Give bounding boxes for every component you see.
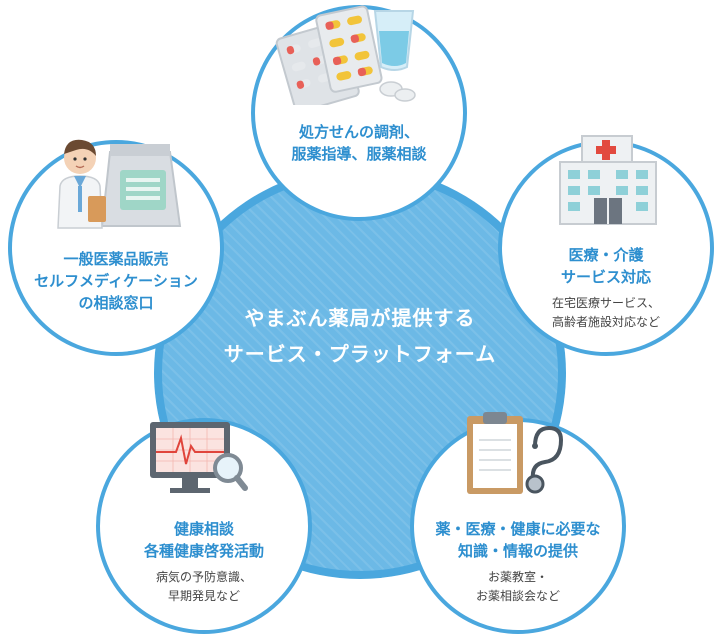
- node-dispensing-title-line1: 処方せんの調剤、: [298, 123, 419, 141]
- central-label: やまぶん薬局が提供する サービス・プラットフォーム: [154, 300, 566, 372]
- central-label-line1: やまぶん薬局が提供する: [244, 306, 476, 330]
- node-otc-sales-title-line2: セルフメディケーション: [34, 272, 198, 290]
- node-health-consultation: 健康相談 各種健康啓発活動 病気の予防意識、 早期発見など: [96, 418, 312, 634]
- node-dispensing-title-line2: 服薬指導、服薬相談: [291, 145, 427, 163]
- node-information-provision-sub: お薬教室・ お薬相談会など: [414, 568, 622, 606]
- clipboard-stethoscope-icon: [467, 412, 563, 494]
- pharmacist-with-medicine-bag-icon: [57, 139, 182, 229]
- node-otc-sales-title-line3: の相談窓口: [78, 294, 154, 312]
- node-health-consultation-sub-line2: 早期発見など: [167, 589, 240, 603]
- node-otc-sales-title: 一般医薬品販売 セルフメディケーション の相談窓口: [12, 248, 220, 314]
- node-health-consultation-title-line2: 各種健康啓発活動: [143, 542, 264, 560]
- node-information-provision-title: 薬・医療・健康に必要な 知識・情報の提供: [414, 518, 622, 562]
- node-information-provision-title-line1: 薬・医療・健康に必要な: [435, 520, 601, 538]
- node-health-consultation-title-line1: 健康相談: [173, 520, 234, 538]
- node-otc-sales-title-line1: 一般医薬品販売: [63, 250, 169, 268]
- hospital-building-icon: [559, 135, 657, 225]
- node-information-provision: 薬・医療・健康に必要な 知識・情報の提供 お薬教室・ お薬相談会など: [410, 418, 626, 634]
- central-label-line2: サービス・プラットフォーム: [223, 342, 497, 366]
- node-health-consultation-title: 健康相談 各種健康啓発活動: [100, 518, 308, 562]
- node-medical-care-services-title-line2: サービス対応: [560, 268, 651, 286]
- node-health-consultation-sub-line1: 病気の予防意識、: [155, 570, 252, 584]
- pills-and-water-icon: [275, 5, 416, 105]
- monitor-magnifier-icon: [150, 422, 248, 493]
- node-health-consultation-sub: 病気の予防意識、 早期発見など: [100, 568, 308, 606]
- node-dispensing-title: 処方せんの調剤、 服薬指導、服薬相談: [255, 121, 463, 165]
- node-medical-care-services-sub-line2: 高齢者施設対応など: [551, 315, 660, 329]
- node-information-provision-title-line2: 知識・情報の提供: [457, 542, 578, 560]
- node-medical-care-services-sub: 在宅医療サービス、 高齢者施設対応など: [502, 294, 710, 332]
- node-information-provision-sub-line2: お薬相談会など: [475, 589, 560, 603]
- node-information-provision-sub-line1: お薬教室・: [487, 570, 548, 584]
- node-medical-care-services-sub-line1: 在宅医療サービス、: [551, 296, 660, 310]
- node-medical-care-services-title: 医療・介護 サービス対応: [502, 244, 710, 288]
- node-medical-care-services-title-line1: 医療・介護: [568, 246, 644, 264]
